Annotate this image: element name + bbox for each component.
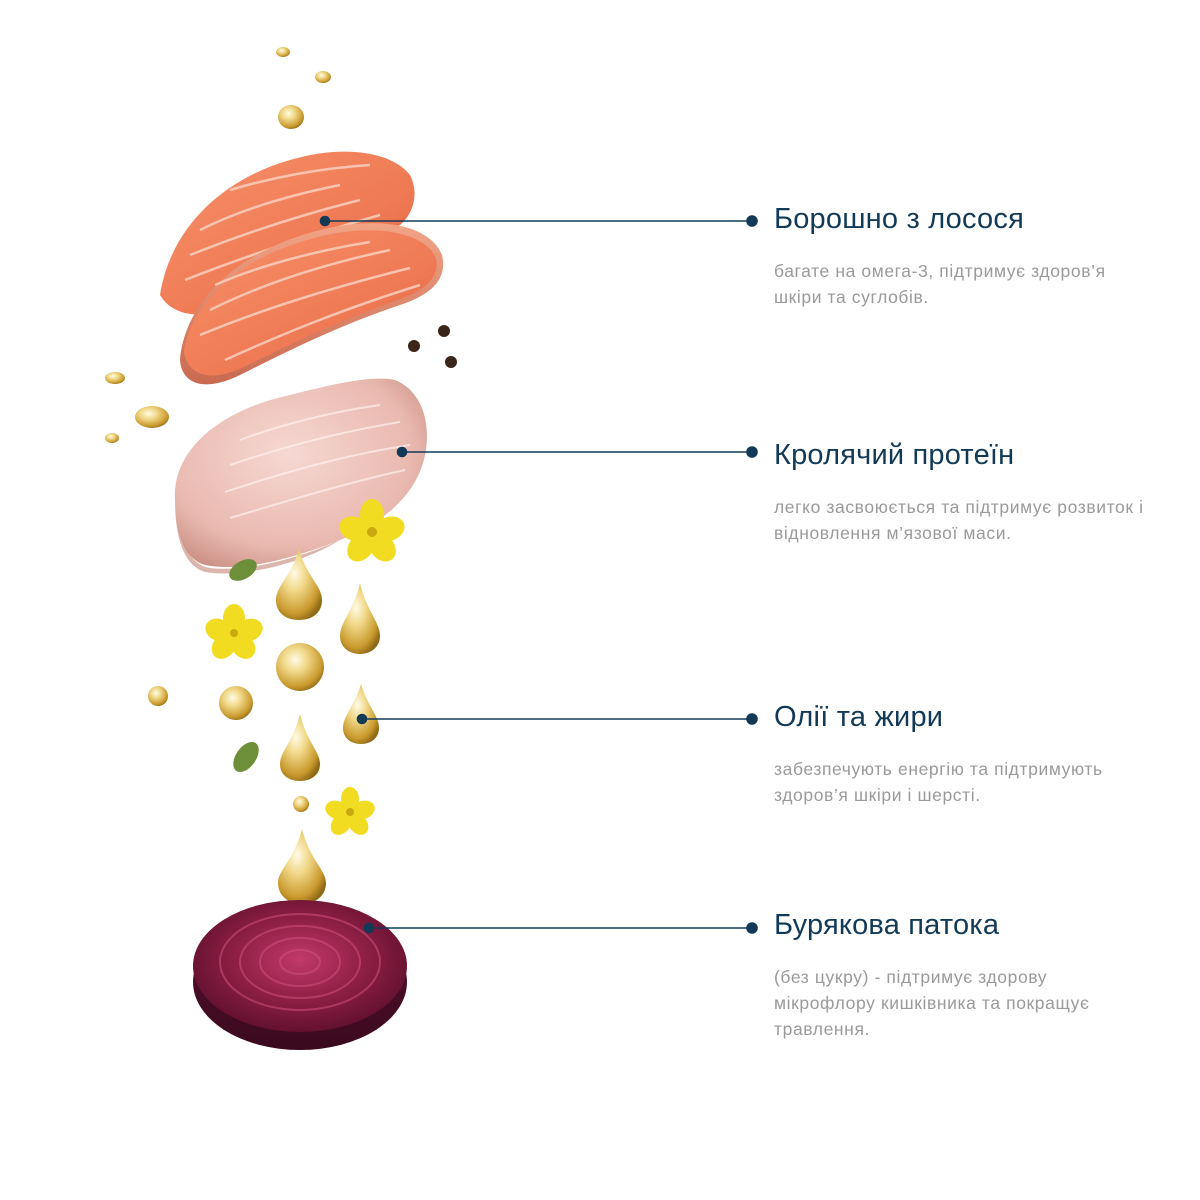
ingredient-beet: Бурякова патока (без цукру) - підтримує … bbox=[774, 909, 1154, 1042]
herb-leaves bbox=[229, 559, 259, 773]
yellow-flowers bbox=[205, 499, 405, 835]
oil-drop-illustration bbox=[148, 548, 380, 904]
ingredient-description: забезпечують енергію та підтримують здор… bbox=[774, 759, 1103, 805]
oil-droplets-top bbox=[276, 47, 331, 129]
oil-droplets-left bbox=[105, 372, 169, 443]
ingredient-oils: Олії та жири забезпечують енергію та під… bbox=[774, 701, 1154, 808]
ingredient-title: Олії та жири bbox=[774, 701, 944, 733]
ingredient-description: багате на омега-3, підтримує здоров’я шк… bbox=[774, 261, 1106, 307]
ingredient-description: (без цукру) - підтримує здорову мікрофло… bbox=[774, 967, 1090, 1039]
salmon-fillet-illustration bbox=[160, 151, 444, 385]
callout-connectors bbox=[319, 215, 758, 934]
ingredient-rabbit: Кролячий протеїн легко засвоюється та пі… bbox=[774, 439, 1154, 546]
beet-slice-illustration bbox=[193, 900, 407, 1050]
ingredient-title: Кролячий протеїн bbox=[774, 439, 1015, 471]
ingredient-title: Бурякова патока bbox=[774, 909, 1000, 941]
ingredient-description: легко засвоюється та підтримує розвиток … bbox=[774, 497, 1144, 543]
ingredient-title: Борошно з лосося bbox=[774, 203, 1024, 235]
pepper-seeds bbox=[408, 325, 457, 368]
ingredient-salmon: Борошно з лосося багате на омега-3, підт… bbox=[774, 203, 1154, 310]
